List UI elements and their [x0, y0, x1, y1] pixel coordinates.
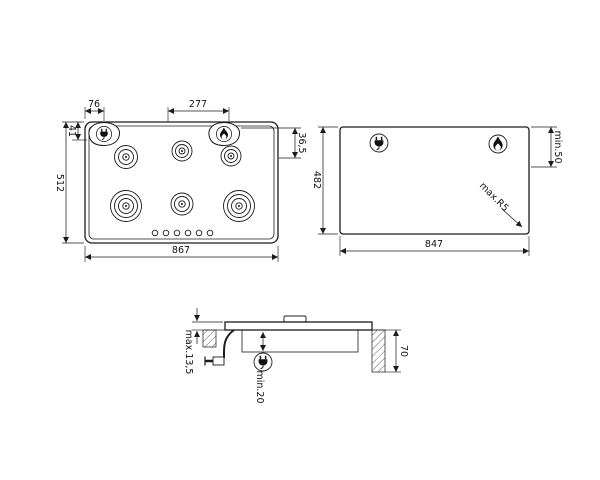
plug-icon: [95, 125, 113, 143]
burner-front-center: [171, 140, 193, 162]
flame-icon: [488, 134, 508, 154]
dim-gas-depth-group: 36,5: [241, 127, 307, 159]
control-knob: [162, 229, 170, 237]
dim-gas-depth: 36,5: [296, 132, 307, 153]
hob-top-profile: [224, 321, 373, 331]
plug-icon: [253, 352, 273, 372]
burner-cap-profile: [283, 315, 307, 323]
dim-build-in-depth-group: 70: [385, 329, 409, 373]
dim-plug-offset: 76: [88, 99, 100, 110]
burner-rear-left: [110, 190, 142, 222]
dim-build-in-depth: 70: [398, 345, 409, 357]
dim-overall-width-group: 867: [84, 245, 279, 262]
section-view: min.20 max.13,5 70: [183, 308, 409, 404]
cutout-outline: [339, 126, 530, 235]
dim-plug-depth-group: 41: [66, 122, 87, 141]
control-knob: [173, 229, 181, 237]
control-knob: [195, 229, 203, 237]
burners: [110, 140, 255, 222]
worktop-hatch-left: [202, 329, 217, 348]
dim-socket-clearance-group: min.20: [254, 332, 266, 404]
burner-rear-right: [223, 190, 255, 222]
burner-rear-center: [170, 192, 194, 216]
dim-rear-clearance: min.50: [552, 130, 563, 163]
dim-overall-width: 867: [172, 245, 190, 256]
control-knob: [184, 229, 192, 237]
hob-top-view: 76 277 41 512 36,5: [54, 99, 307, 262]
dim-cutout-width-group: 847: [339, 236, 530, 256]
dim-plug-offset-group: 76: [84, 99, 105, 121]
dim-cutout-depth: 482: [311, 171, 322, 189]
cutout-view: 482 847 min.50 max.R5: [311, 126, 563, 256]
dim-overall-depth: 512: [54, 174, 65, 192]
dim-rear-clearance-group: min.50: [531, 126, 563, 168]
hob-inner-frame: [88, 125, 275, 240]
control-knobs: [151, 229, 214, 237]
dim-socket-clearance: min.20: [254, 370, 265, 403]
dim-gas-offset-group: 277: [167, 99, 230, 121]
dim-cutout-depth-group: 482: [311, 126, 338, 235]
dim-top-thickness-group: max.13,5: [183, 308, 223, 374]
flame-icon: [215, 125, 233, 143]
dim-top-thickness: max.13,5: [183, 330, 194, 375]
plug-icon: [369, 133, 389, 153]
burner-front-left: [114, 145, 138, 169]
dim-overall-depth-group: 512: [54, 121, 84, 244]
control-knob: [206, 229, 214, 237]
dim-cutout-width: 847: [425, 239, 443, 250]
gas-pipe: [204, 329, 235, 366]
hob-under-box: [241, 329, 359, 353]
control-knob: [151, 229, 159, 237]
dim-plug-depth: 41: [66, 125, 77, 137]
dim-gas-offset: 277: [189, 99, 207, 110]
worktop-hatch-right: [371, 329, 386, 373]
burner-front-right: [220, 145, 242, 167]
